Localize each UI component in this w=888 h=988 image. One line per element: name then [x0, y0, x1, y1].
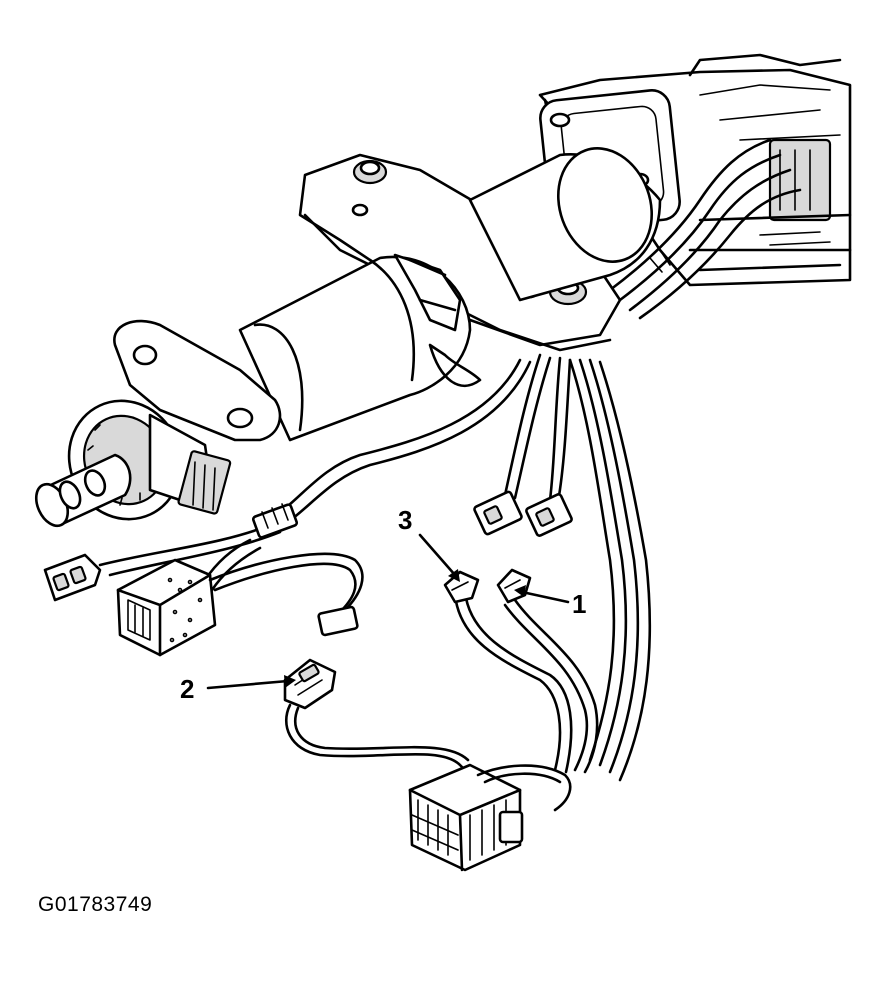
column-tube-upper: [468, 147, 662, 302]
main-harness-to-bottom-connector: [284, 358, 652, 787]
figure-id: G01783749: [38, 893, 153, 916]
callout-label-2: 2: [180, 674, 194, 704]
steering-column-tube: [238, 253, 482, 442]
electrical-connector-small-left: [43, 553, 102, 602]
callout-label-3: 3: [398, 505, 412, 535]
upper-plug-wires: [473, 353, 573, 537]
main-harness-connector: [408, 763, 572, 872]
column-lower-flange: [113, 319, 282, 442]
callout-leader-3: [418, 533, 460, 582]
dangling-connector-wire: [208, 552, 364, 637]
left-harness-wires: [98, 358, 532, 592]
callout-leader-1: [514, 585, 570, 604]
electrical-connector-2: [283, 658, 337, 710]
electrical-connector-block: [116, 558, 217, 657]
callout-leader-2: [206, 675, 296, 690]
upper-wiring-bundle: [608, 138, 802, 320]
callout-label-1: 1: [572, 589, 586, 619]
steering-shaft: [34, 453, 132, 528]
